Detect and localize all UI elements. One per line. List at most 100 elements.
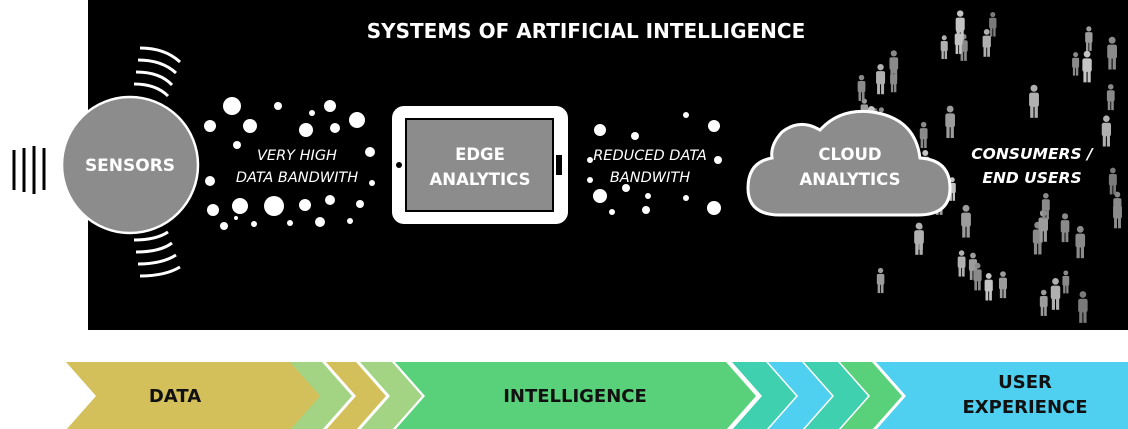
- band-intelligence-label: INTELLIGENCE: [503, 386, 647, 407]
- person-icon: [984, 273, 993, 301]
- band-intelligence-segment: [395, 362, 756, 429]
- data-dot: [683, 112, 689, 118]
- data-dot: [220, 222, 228, 230]
- band-chevron: [840, 362, 902, 429]
- person-icon: [919, 121, 928, 148]
- data-dot: [587, 157, 593, 163]
- data-dot: [587, 177, 593, 183]
- data-dot: [683, 195, 689, 201]
- data-dot: [365, 147, 375, 157]
- band-ux-line1: USER: [998, 372, 1052, 393]
- very-high-line2: DATA BANDWITH: [236, 170, 358, 186]
- signal-arcs-top-icon: [133, 46, 182, 98]
- person-icon: [1085, 26, 1093, 51]
- reduced-line1: REDUCED DATA: [593, 148, 707, 164]
- person-icon: [940, 35, 948, 60]
- sensors-circle: [60, 95, 200, 235]
- data-dot: [207, 204, 219, 216]
- cloud-line2: ANALYTICS: [800, 170, 901, 189]
- person-icon: [1039, 289, 1048, 316]
- person-icon: [1072, 52, 1080, 76]
- person-icon: [973, 262, 982, 291]
- band-chevron: [326, 362, 386, 429]
- data-dot: [325, 195, 335, 205]
- diagram-title: SYSTEMS OF ARTIFICIAL INTELLIGENCE: [367, 19, 806, 43]
- band-chevron: [290, 362, 352, 429]
- band-ux-line2: EXPERIENCE: [962, 397, 1087, 418]
- edge-line2: ANALYTICS: [430, 170, 531, 189]
- person-icon: [1062, 270, 1070, 294]
- data-dot: [708, 120, 720, 132]
- data-dot: [714, 156, 722, 164]
- data-dot: [251, 221, 257, 227]
- data-dot: [347, 218, 353, 224]
- data-dot: [234, 216, 238, 220]
- person-icon: [1075, 225, 1086, 259]
- sensors-label: SENSORS: [85, 156, 175, 176]
- person-icon: [1060, 213, 1070, 243]
- data-dot: [233, 141, 241, 149]
- person-icon: [857, 74, 866, 101]
- data-dot: [324, 100, 336, 112]
- data-dot: [349, 112, 365, 128]
- person-icon: [889, 50, 899, 80]
- consumers-line1: CONSUMERS /: [971, 145, 1094, 163]
- person-icon: [1029, 84, 1039, 118]
- data-dot: [356, 200, 364, 208]
- person-icon: [945, 105, 955, 139]
- data-dot: [594, 124, 606, 136]
- edge-line1: EDGE: [455, 145, 505, 164]
- band-chevron: [732, 362, 796, 429]
- data-dot: [274, 102, 282, 110]
- cloud-icon: [746, 109, 952, 217]
- band-chevron: [768, 362, 832, 429]
- data-dot: [232, 198, 248, 214]
- person-icon: [1050, 277, 1061, 310]
- person-icon: [961, 204, 971, 238]
- band-ux-segment: [876, 362, 1128, 429]
- data-dot: [642, 206, 650, 214]
- person-icon: [957, 250, 966, 277]
- data-dot: [204, 120, 216, 132]
- person-icon: [1041, 192, 1050, 220]
- data-dot: [299, 199, 311, 211]
- data-dot: [330, 123, 340, 133]
- data-dot: [299, 123, 313, 137]
- value-chain-band: [66, 362, 1128, 429]
- data-dot: [264, 196, 284, 216]
- wave-icon: [12, 146, 46, 194]
- data-dot: [707, 201, 721, 215]
- person-icon: [998, 271, 1007, 299]
- signal-arcs-bottom-icon: [133, 230, 181, 278]
- data-dot: [609, 209, 615, 215]
- person-icon: [1101, 115, 1112, 147]
- tablet-icon: [392, 106, 568, 224]
- data-dot: [631, 132, 639, 140]
- very-high-line1: VERY HIGH: [257, 148, 337, 164]
- person-icon: [876, 267, 885, 294]
- person-icon: [914, 222, 924, 255]
- person-icon: [989, 11, 997, 37]
- person-icon: [1107, 36, 1117, 70]
- data-dots-high: [204, 97, 375, 230]
- person-icon: [982, 28, 991, 57]
- person-icon: [876, 63, 886, 95]
- data-dot: [315, 217, 325, 227]
- data-dots-reduced: [587, 112, 722, 215]
- cloud-line1: CLOUD: [818, 145, 881, 164]
- data-dot: [593, 189, 607, 203]
- person-icon: [954, 27, 963, 54]
- person-icon: [1082, 50, 1092, 83]
- person-icon: [1113, 198, 1122, 229]
- data-dot: [223, 97, 241, 115]
- data-dot: [287, 220, 293, 226]
- band-data-segment: [66, 362, 330, 429]
- data-dot: [622, 184, 630, 192]
- band-chevron: [360, 362, 422, 429]
- person-icon: [1078, 291, 1088, 323]
- consumers-line2: END USERS: [982, 169, 1081, 187]
- data-dot: [243, 119, 257, 133]
- reduced-line2: BANDWITH: [610, 170, 690, 186]
- data-dot: [369, 180, 375, 186]
- data-dot: [309, 110, 315, 116]
